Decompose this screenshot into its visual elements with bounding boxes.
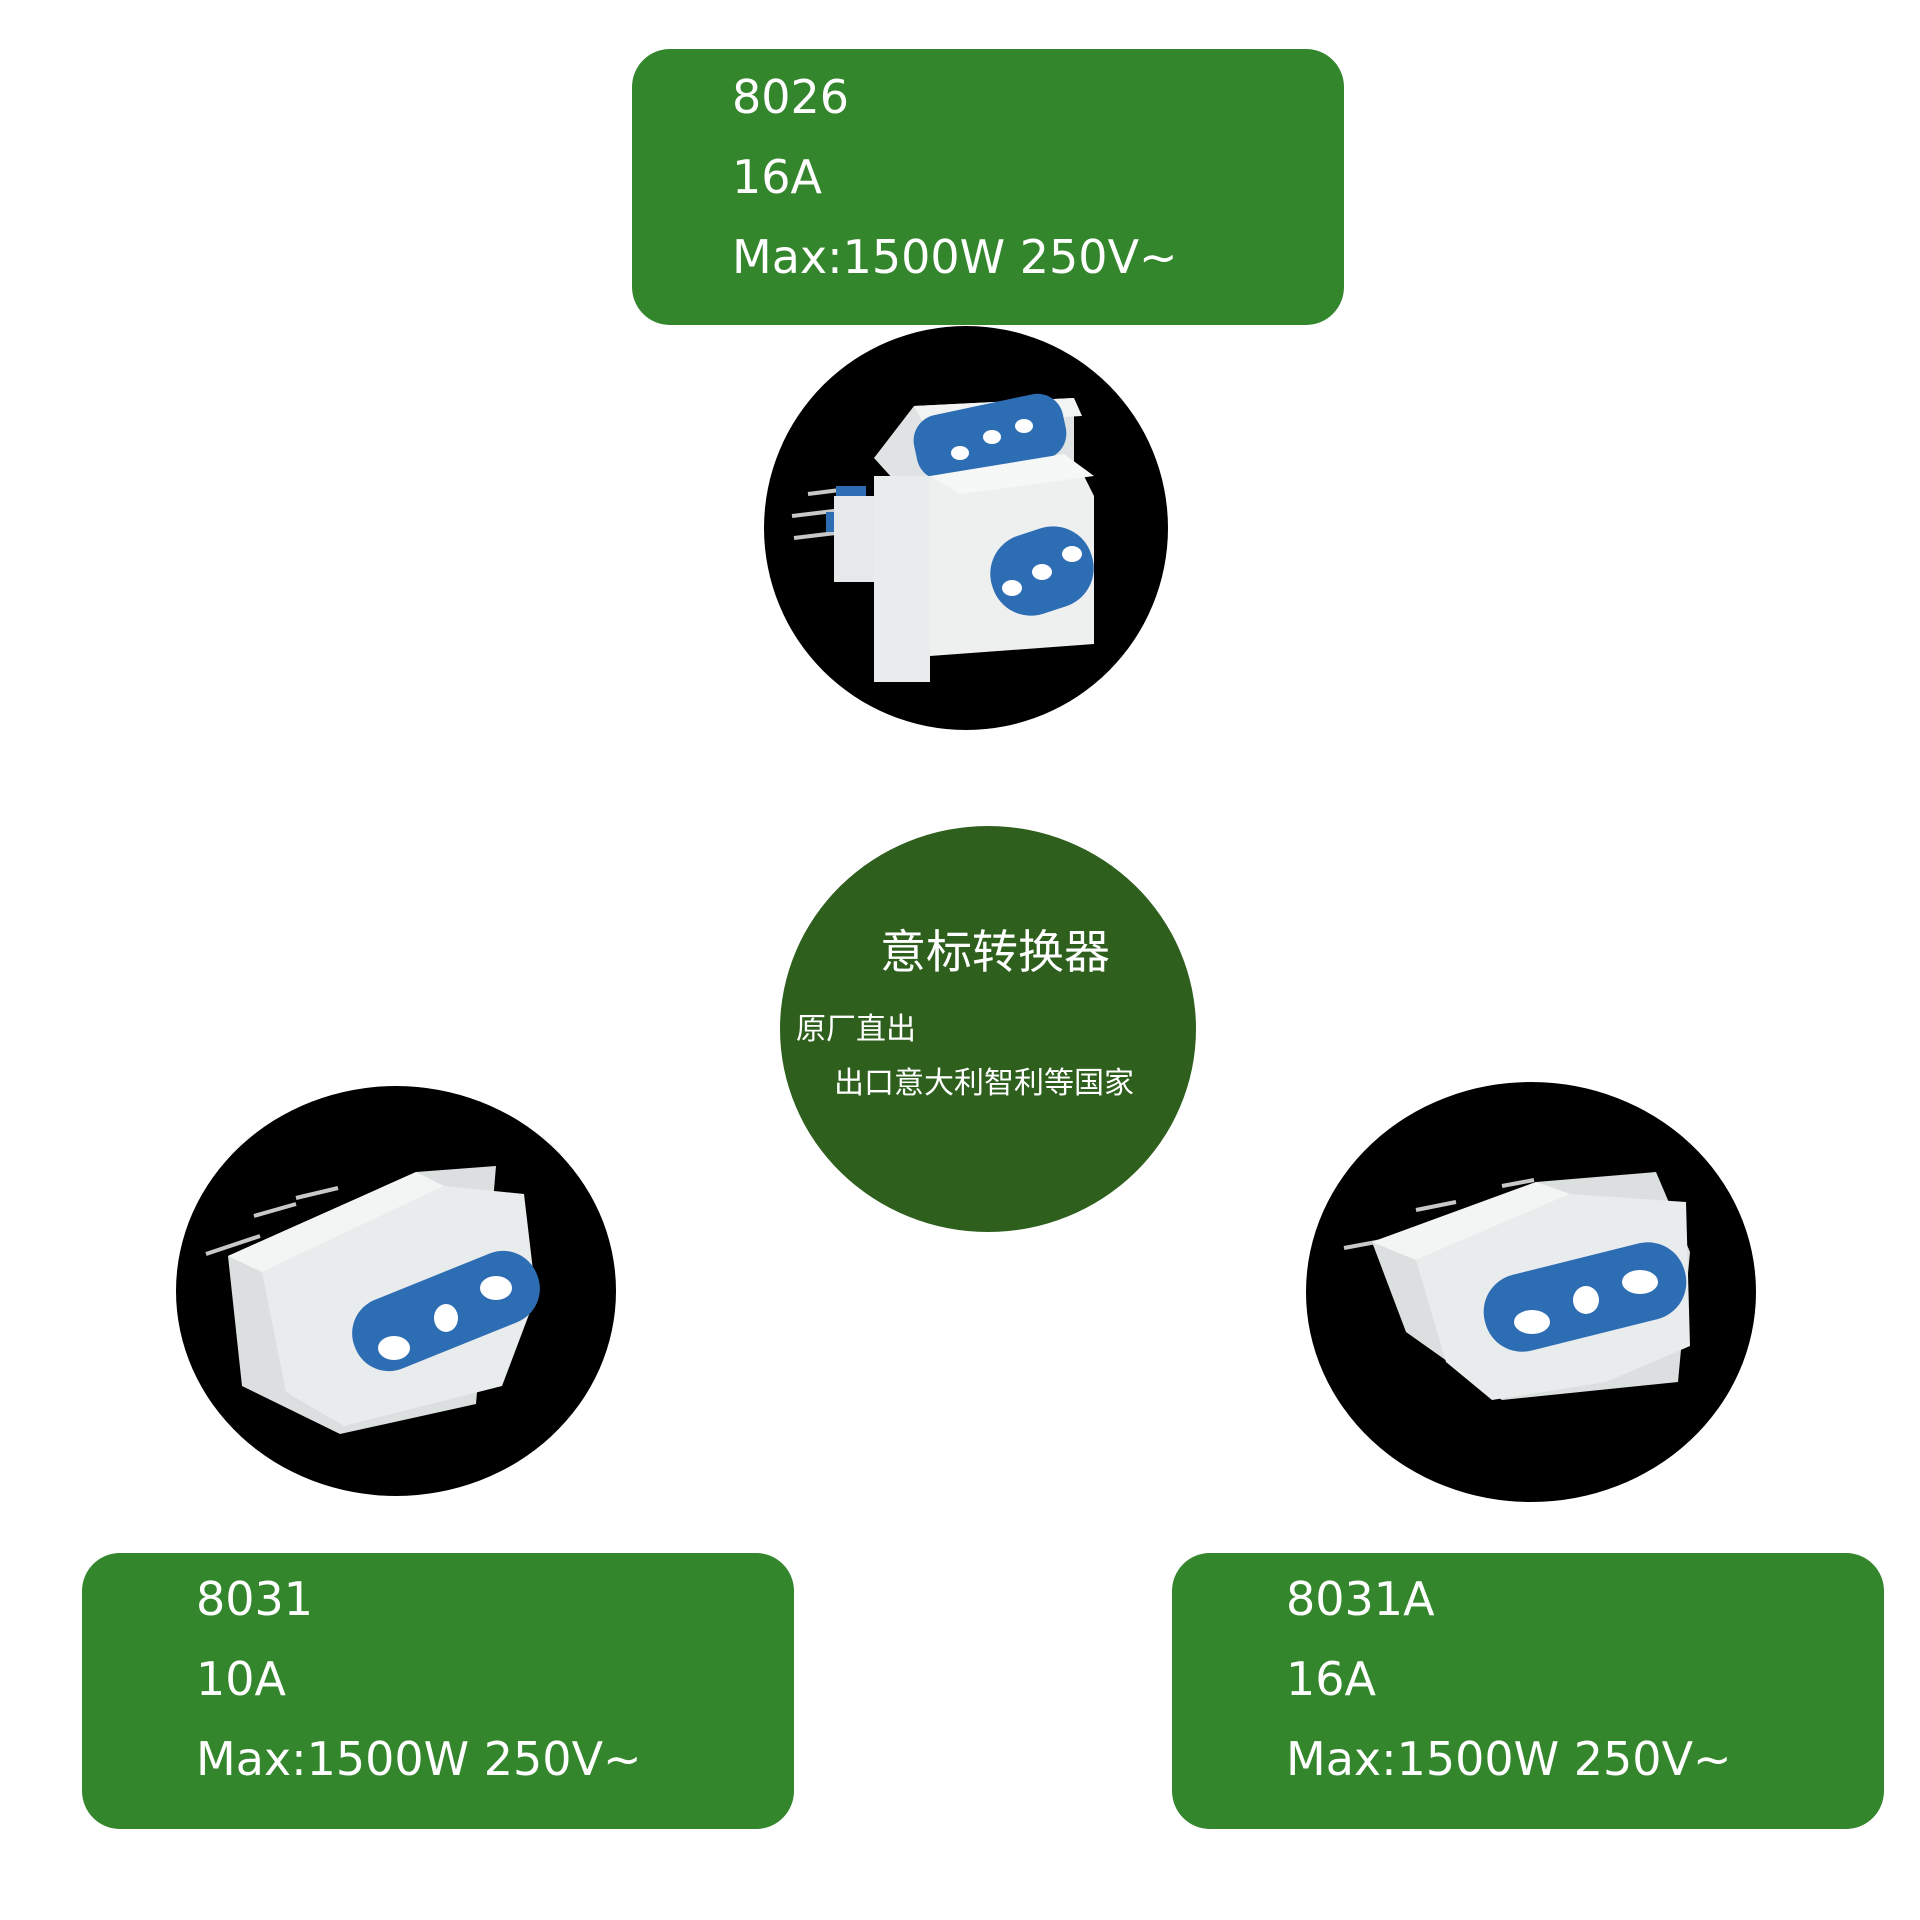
product-model: 8031 <box>196 1572 314 1626</box>
product-rating: Max:1500W 250V~ <box>1286 1732 1732 1786</box>
adapter-8026-image <box>791 393 1094 682</box>
category-badge: 意标转换器 原厂直出 出口意大利智利等国家 <box>780 826 1196 1232</box>
product-model: 8026 <box>732 70 850 124</box>
category-title: 意标转换器 <box>880 925 1110 979</box>
product-current: 10A <box>196 1652 287 1706</box>
product-current: 16A <box>732 150 823 204</box>
product-card-8031A: 8031A 16A Max:1500W 250V~ <box>1172 1553 1884 1829</box>
adapter-8031A-image <box>1343 1172 1690 1400</box>
product-rating: Max:1500W 250V~ <box>196 1732 642 1786</box>
product-photo-8031A <box>1306 1082 1756 1502</box>
product-photo-8031 <box>176 1086 616 1496</box>
product-photo-8026 <box>764 326 1168 730</box>
product-card-8026: 8026 16A Max:1500W 250V~ <box>632 49 1344 325</box>
adapter-8031-image <box>205 1166 540 1434</box>
product-rating: Max:1500W 250V~ <box>732 230 1178 284</box>
product-model: 8031A <box>1286 1572 1435 1626</box>
product-card-8031: 8031 10A Max:1500W 250V~ <box>82 1553 794 1829</box>
product-current: 16A <box>1286 1652 1377 1706</box>
category-subtitle-export: 出口意大利智利等国家 <box>834 1066 1134 1101</box>
category-subtitle-origin: 原厂直出 <box>796 1012 916 1047</box>
